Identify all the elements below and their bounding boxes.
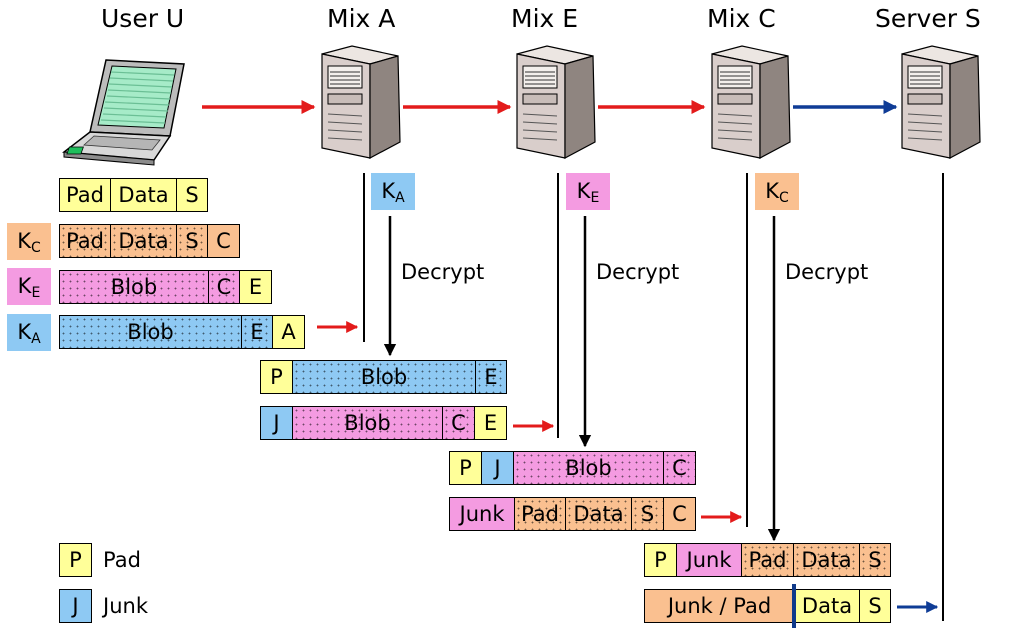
legend-label-pad: Pad — [103, 548, 141, 572]
packet-cell-s: S — [859, 543, 891, 577]
packet-cell-s: S — [176, 224, 208, 258]
packet-cell-c: C — [663, 451, 696, 485]
legend-swatch-junk: J — [59, 589, 92, 623]
timeline-mix-a — [363, 173, 365, 342]
packet-cell-data: Data — [110, 178, 177, 212]
server-tower-icon — [321, 45, 401, 159]
packet-cell-s: S — [631, 497, 664, 531]
node-label-server: Server S — [875, 4, 981, 33]
packet-cell-j: J — [481, 451, 514, 485]
padding-boundary-marker — [792, 584, 796, 628]
packet-cell-c: C — [663, 497, 696, 531]
packet-cell-data: Data — [793, 543, 860, 577]
packet-cell-s: S — [859, 589, 891, 623]
packet-cell-p: P — [449, 451, 482, 485]
packet-cell-pad: Pad — [59, 224, 111, 258]
packet-cell-junk-pad: Junk / Pad — [644, 589, 795, 623]
packet-cell-data: Data — [565, 497, 632, 531]
key-badge-c: KC — [7, 223, 51, 260]
node-label-mix-c: Mix C — [707, 4, 776, 33]
packet-cell-p: P — [260, 360, 293, 394]
timeline-mix-c — [746, 173, 748, 527]
key-badge-e: KE — [566, 173, 610, 210]
packet-cell-e: E — [241, 315, 273, 349]
node-label-mix-e: Mix E — [511, 4, 579, 33]
timeline-server — [942, 173, 944, 621]
packet-cell-pad: Pad — [514, 497, 566, 531]
packet-cell-junk: Junk — [676, 543, 742, 577]
packet-cell-p: P — [644, 543, 677, 577]
decrypt-label: Decrypt — [596, 260, 680, 284]
packet-cell-pad: Pad — [741, 543, 794, 577]
legend-label-junk: Junk — [103, 594, 148, 618]
packet-cell-blob: Blob — [513, 451, 664, 485]
packet-cell-e: E — [239, 270, 272, 304]
packet-cell-blob: Blob — [292, 360, 476, 394]
packet-cell-s: S — [176, 178, 208, 212]
decrypt-label: Decrypt — [785, 260, 869, 284]
key-badge-a: KA — [7, 314, 51, 351]
server-tower-icon — [901, 45, 981, 159]
packet-cell-j: J — [260, 406, 293, 440]
timeline-mix-e — [557, 173, 559, 438]
packet-cell-data: Data — [794, 589, 860, 623]
node-label-user: User U — [101, 4, 185, 33]
key-badge-a: KA — [371, 173, 415, 210]
packet-cell-data: Data — [110, 224, 177, 258]
key-badge-e: KE — [7, 268, 51, 305]
packet-cell-a: A — [272, 315, 305, 349]
packet-cell-e: E — [474, 406, 507, 440]
node-label-mix-a: Mix A — [327, 4, 396, 33]
packet-cell-c: C — [442, 406, 475, 440]
laptop-icon — [62, 59, 185, 166]
packet-cell-blob: Blob — [292, 406, 443, 440]
decrypt-label: Decrypt — [401, 260, 485, 284]
packet-cell-blob: Blob — [59, 315, 242, 349]
packet-cell-c: C — [207, 224, 240, 258]
legend-swatch-pad: P — [59, 543, 92, 577]
packet-cell-c: C — [208, 270, 240, 304]
server-tower-icon — [516, 45, 596, 159]
key-badge-c: KC — [755, 173, 799, 210]
packet-cell-pad: Pad — [59, 178, 111, 212]
packet-cell-junk: Junk — [449, 497, 515, 531]
packet-cell-blob: Blob — [59, 270, 209, 304]
packet-cell-e: E — [475, 360, 507, 394]
server-tower-icon — [711, 45, 791, 159]
